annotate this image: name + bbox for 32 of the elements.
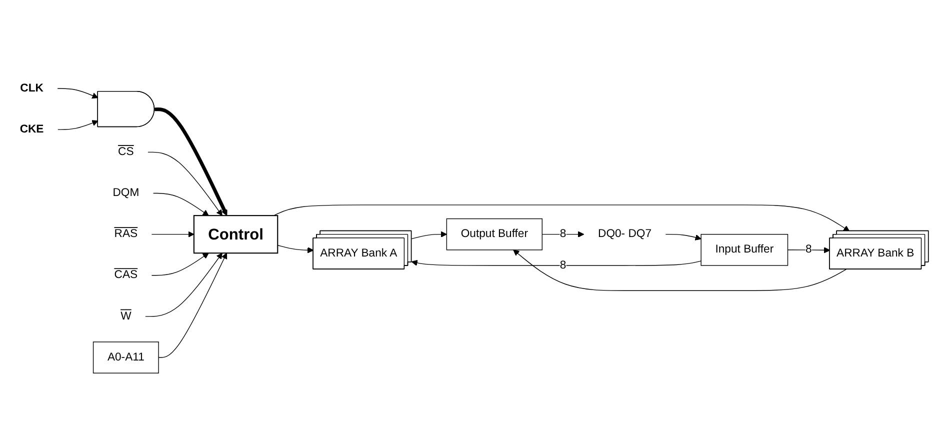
arrow bbox=[151, 231, 194, 238]
edge-label: 8 bbox=[805, 244, 812, 256]
arrow bbox=[542, 231, 584, 238]
node-box: Input Buffer bbox=[700, 234, 788, 266]
arrow bbox=[411, 231, 447, 240]
arrow bbox=[277, 244, 314, 254]
arrow bbox=[513, 250, 847, 291]
node-text: CLK bbox=[20, 82, 44, 94]
node-text: CAS bbox=[114, 269, 138, 282]
arrow bbox=[411, 260, 702, 266]
arrow bbox=[151, 252, 209, 276]
node-text: CKE bbox=[20, 123, 44, 136]
edge-label: 8 bbox=[560, 259, 566, 272]
arrow bbox=[57, 88, 98, 99]
node-text: RAS bbox=[114, 228, 138, 240]
node-text: DQM bbox=[112, 186, 140, 199]
arrow bbox=[148, 152, 222, 216]
arrow bbox=[152, 192, 209, 216]
arrow bbox=[145, 252, 222, 317]
arrow bbox=[58, 120, 98, 130]
node-box: A0-A11 bbox=[92, 342, 159, 374]
node-text: W bbox=[120, 310, 132, 322]
arrow bbox=[154, 108, 228, 216]
node-box: Control bbox=[193, 215, 278, 254]
node-box: Output Buffer bbox=[446, 218, 542, 250]
arrow bbox=[158, 252, 228, 358]
node-text: CS bbox=[118, 146, 134, 158]
arrow bbox=[665, 234, 702, 240]
arrow bbox=[787, 247, 830, 254]
edge-label: 8 bbox=[560, 228, 566, 240]
arrow bbox=[273, 204, 850, 232]
node-text: DQ0- DQ7 bbox=[598, 228, 652, 240]
